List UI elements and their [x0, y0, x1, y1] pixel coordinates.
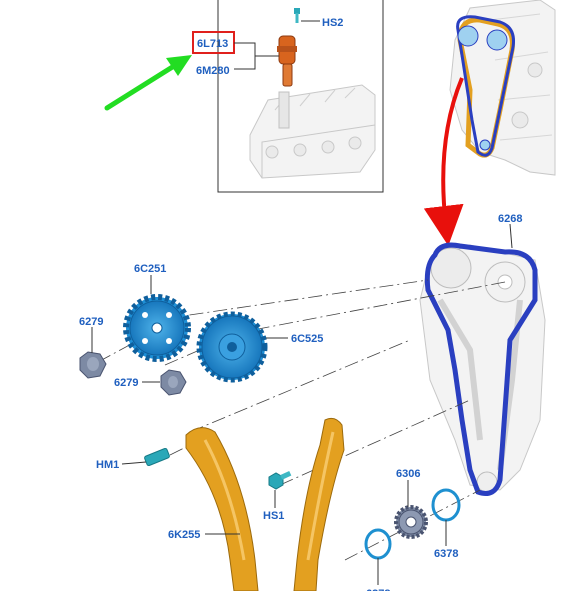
vct-solenoid — [277, 35, 297, 87]
inset-frame — [217, 0, 384, 193]
bolt-icon — [294, 8, 300, 23]
seal-ring-icon — [364, 528, 392, 560]
label-6378: 6378 — [434, 548, 458, 560]
label-6k255: 6K255 — [168, 529, 200, 541]
seal-ring-icon — [431, 488, 461, 522]
timing-chain — [424, 242, 538, 496]
centerline — [279, 399, 471, 486]
label-6m280: 6M280 — [196, 65, 230, 77]
vct-actuator — [196, 311, 268, 383]
label-6378-b: 6378 — [366, 588, 390, 591]
fixed-guide — [293, 417, 345, 591]
arrow-icon — [104, 55, 192, 111]
label-6l713: 6L713 — [197, 38, 228, 50]
label-6279-b: 6279 — [114, 377, 138, 389]
tensioner-guide — [185, 427, 259, 591]
label-6c251: 6C251 — [134, 263, 166, 275]
timing-chain-thumbnail — [456, 15, 515, 158]
pin-icon — [144, 447, 170, 467]
centerline — [189, 339, 411, 433]
label-6268: 6268 — [498, 213, 522, 225]
camshaft-sprocket — [123, 294, 191, 362]
crankshaft-sprocket — [394, 505, 428, 539]
label-hs2: HS2 — [322, 17, 343, 29]
bolt-icon — [160, 369, 187, 396]
curved-arrow-icon — [423, 77, 464, 246]
label-hm1: HM1 — [96, 459, 119, 471]
label-6306: 6306 — [396, 468, 420, 480]
centerline — [231, 281, 506, 335]
cylinder-head-illustration — [249, 84, 376, 179]
label-6c525: 6C525 — [291, 333, 323, 345]
label-hs1: HS1 — [263, 510, 284, 522]
bolt-icon — [268, 470, 292, 490]
bolt-icon — [79, 351, 107, 379]
centerline — [141, 279, 429, 323]
timing-drive-ghost — [419, 244, 546, 493]
label-6279-a: 6279 — [79, 316, 103, 328]
